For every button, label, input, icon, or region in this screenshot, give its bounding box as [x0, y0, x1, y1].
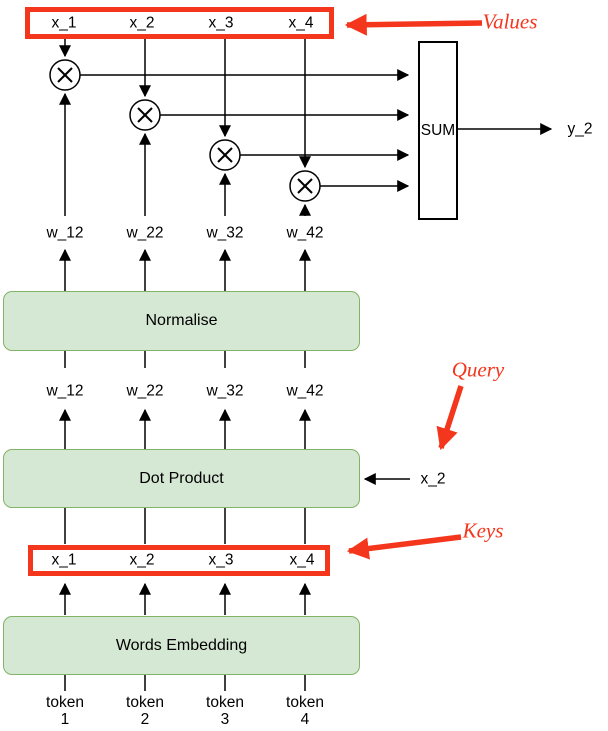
normalise-output-arrows	[59, 248, 311, 291]
dot-product-output-arrows	[59, 408, 311, 449]
weight-label: w_12	[46, 382, 84, 400]
weight-label: w_22	[126, 224, 164, 242]
sum-label: SUM	[420, 121, 456, 139]
normalise-label: Normalise	[145, 312, 218, 329]
embedding-output-arrows	[59, 582, 311, 615]
keys-box	[28, 545, 330, 576]
weight-label: w_22	[126, 382, 164, 400]
query-vector-label: x_2	[420, 470, 446, 488]
value-label: x_3	[208, 14, 234, 32]
keys-annotation: Keys	[462, 518, 504, 543]
normalise-block: Normalise	[3, 291, 360, 351]
token-label: token 3	[206, 694, 244, 728]
weight-label: w_32	[206, 382, 244, 400]
weight-label: w_42	[286, 382, 324, 400]
weight-label: w_42	[286, 224, 324, 242]
words-embedding-label: Words Embedding	[115, 636, 248, 654]
token-label: token 4	[286, 694, 324, 728]
token-label: token 2	[126, 694, 164, 728]
values-annotation: Values	[482, 9, 538, 34]
weight-to-multiply-arrows	[59, 92, 311, 216]
dot-product-input-lines	[64, 508, 306, 544]
key-label: x_4	[289, 551, 315, 569]
key-label: x_2	[129, 551, 155, 569]
multiply-icon	[289, 170, 321, 202]
multiply-icon	[129, 99, 161, 131]
value-label: x_4	[288, 14, 314, 32]
multiply-to-sum-arrows	[80, 69, 410, 192]
dot-product-block: Dot Product	[3, 449, 360, 508]
keys-annotation-arrow	[346, 534, 462, 560]
query-annotation: Query	[451, 357, 505, 382]
value-label: x_1	[51, 14, 77, 32]
weight-label: w_12	[46, 224, 84, 242]
words-embedding-block: Words Embedding	[3, 616, 360, 675]
token-input-lines	[64, 675, 306, 691]
query-annotation-arrow	[436, 385, 464, 451]
sum-block: SUM	[418, 41, 458, 220]
multiply-icon	[49, 59, 81, 91]
weight-label: w_32	[206, 224, 244, 242]
values-annotation-arrow	[344, 13, 483, 36]
key-label: x_3	[208, 551, 234, 569]
token-label: token 1	[46, 694, 84, 728]
dot-product-label: Dot Product	[139, 469, 224, 487]
multiply-icon	[209, 139, 241, 171]
value-label: x_2	[129, 14, 155, 32]
values-box	[25, 7, 334, 39]
normalise-input-lines	[64, 351, 306, 368]
output-label: y_2	[567, 120, 593, 138]
key-label: x_1	[51, 551, 77, 569]
value-to-multiply-arrows	[59, 39, 311, 169]
